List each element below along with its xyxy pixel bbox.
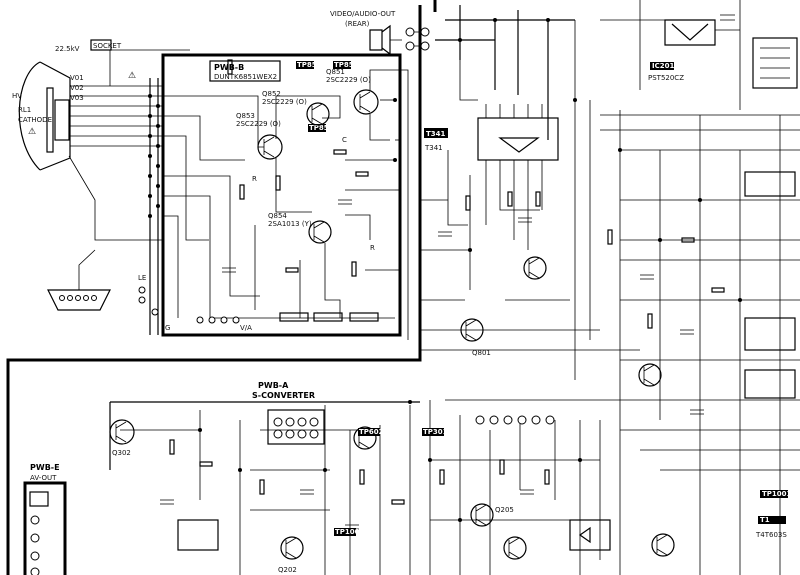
pwb-b-transistor-q854: Q854 2SA1013 (Y) (268, 212, 332, 244)
middle-wiring (420, 20, 640, 380)
svg-text:V/A: V/A (240, 324, 252, 332)
svg-text:IC201: IC201 (652, 62, 674, 70)
pwb-a-subtitle: S-CONVERTER (252, 391, 315, 400)
svg-text:Q854: Q854 (268, 212, 287, 220)
pwb-e-subtitle: AV-OUT (30, 474, 57, 482)
test-point-tag: TP852 (334, 61, 359, 69)
crt-ground-connector (47, 249, 111, 311)
crt-socket: HV RL1 CATHODE ⚠ 22.5kV V01 V02 V03 ⚠ SO… (12, 39, 136, 171)
pwb-a-transistor-q302: Q302 (109, 419, 135, 457)
svg-text:Q205: Q205 (495, 506, 514, 514)
svg-text:(REAR): (REAR) (345, 20, 370, 28)
pwb-e-title: PWB-E (30, 463, 60, 472)
warning-icon: ⚠ (128, 71, 136, 81)
svg-text:2SC2229 (O): 2SC2229 (O) (326, 76, 371, 84)
pwb-a-transistor-q801b (503, 536, 527, 560)
pwb-a-header: PWB-A S-CONVERTER (252, 381, 315, 400)
pwb-b-outline (161, 53, 402, 337)
pwb-b-transistor-q852: Q852 2SC2229 (O) (262, 90, 330, 126)
svg-text:Q202: Q202 (278, 566, 297, 574)
pwb-b-outputs (393, 69, 409, 340)
transistor-q801: Q205 (470, 503, 514, 527)
svg-text:Q302: Q302 (112, 449, 131, 457)
svg-text:HV: HV (12, 92, 22, 100)
svg-text:Q851: Q851 (326, 68, 345, 76)
pwb-b-part: DUNTK6851WEX2 (214, 73, 277, 81)
svg-text:VIDEO/AUDIO-OUT: VIDEO/AUDIO-OUT (330, 10, 396, 18)
svg-text:Q801: Q801 (472, 349, 491, 357)
svg-text:2SC2229 (O): 2SC2229 (O) (236, 120, 281, 128)
pwb-b-transistor-q851: Q851 2SC2229 (O) (326, 68, 379, 115)
pwb-a-outline (6, 5, 422, 575)
anode-voltage-label: 22.5kV (55, 45, 80, 53)
connector-strip: LE (138, 78, 160, 335)
crt-cathode-label: CATHODE (18, 116, 52, 124)
crt-gun-2: V02 (70, 84, 84, 92)
video-audio-jack: VIDEO/AUDIO-OUT (REAR) (330, 10, 430, 56)
svg-text:TP301: TP301 (423, 428, 448, 436)
svg-text:Q853: Q853 (236, 112, 255, 120)
svg-text:R: R (370, 244, 375, 252)
transistor-q303 (523, 256, 547, 280)
svg-text:T1: T1 (760, 516, 770, 524)
svg-text:T341: T341 (424, 144, 443, 152)
crt-gun-3: V03 (70, 94, 84, 102)
regulator-ic: IC201 PST520CZ (600, 0, 798, 110)
transistor-q1002: Q801 (460, 318, 491, 357)
right-wiring: T1 T4T603S (600, 110, 800, 575)
crt-leads (68, 49, 190, 241)
svg-text:TP1002: TP1002 (335, 528, 365, 536)
junction-dots (198, 18, 582, 522)
svg-text:C: C (342, 136, 347, 144)
pwb-b-wiring: G V/A R R C (163, 59, 396, 332)
svg-text:2SA1013 (Y): 2SA1013 (Y) (268, 220, 312, 228)
test-point-tag: TP851 (309, 124, 334, 132)
crt-gun-1: V01 (70, 74, 84, 82)
svg-text:T4T603S: T4T603S (755, 531, 787, 539)
pwb-a-tags: TP602 TP301 TP1002 TP1001 (334, 428, 792, 536)
svg-text:PST520CZ: PST520CZ (648, 74, 684, 82)
svg-text:2SC2229 (O): 2SC2229 (O) (262, 98, 307, 106)
svg-text:LE: LE (138, 274, 146, 282)
pwb-a-wiring (109, 399, 620, 575)
amplifier-ic: T341 T341 (424, 104, 559, 172)
crt-ref-label: RL1 (18, 106, 31, 114)
svg-text:TP1001: TP1001 (762, 490, 792, 498)
svg-text:R: R (252, 175, 257, 183)
svg-text:Q852: Q852 (262, 90, 281, 98)
top-bus (435, 5, 575, 140)
pwb-a-title: PWB-A (258, 381, 289, 390)
pwb-b-title: PWB-B (214, 63, 244, 72)
pwb-b-header: PWB-B DUNTK6851WEX2 TP853 TP852 TP851 (209, 60, 359, 132)
pwb-a-transistor-q202: Q202 (278, 536, 304, 574)
svg-text:G: G (165, 324, 170, 332)
warning-icon: ⚠ (28, 127, 36, 137)
pwb-e-board: PWB-E AV-OUT (23, 463, 67, 575)
ic-tag: T341 (426, 130, 446, 138)
svg-text:TP602: TP602 (359, 428, 384, 436)
pwb-b-transistor-q853: Q853 2SC2229 (O) (236, 112, 283, 160)
crt-socket-note: SOCKET (93, 42, 122, 50)
test-point-tag: TP853 (297, 61, 322, 69)
